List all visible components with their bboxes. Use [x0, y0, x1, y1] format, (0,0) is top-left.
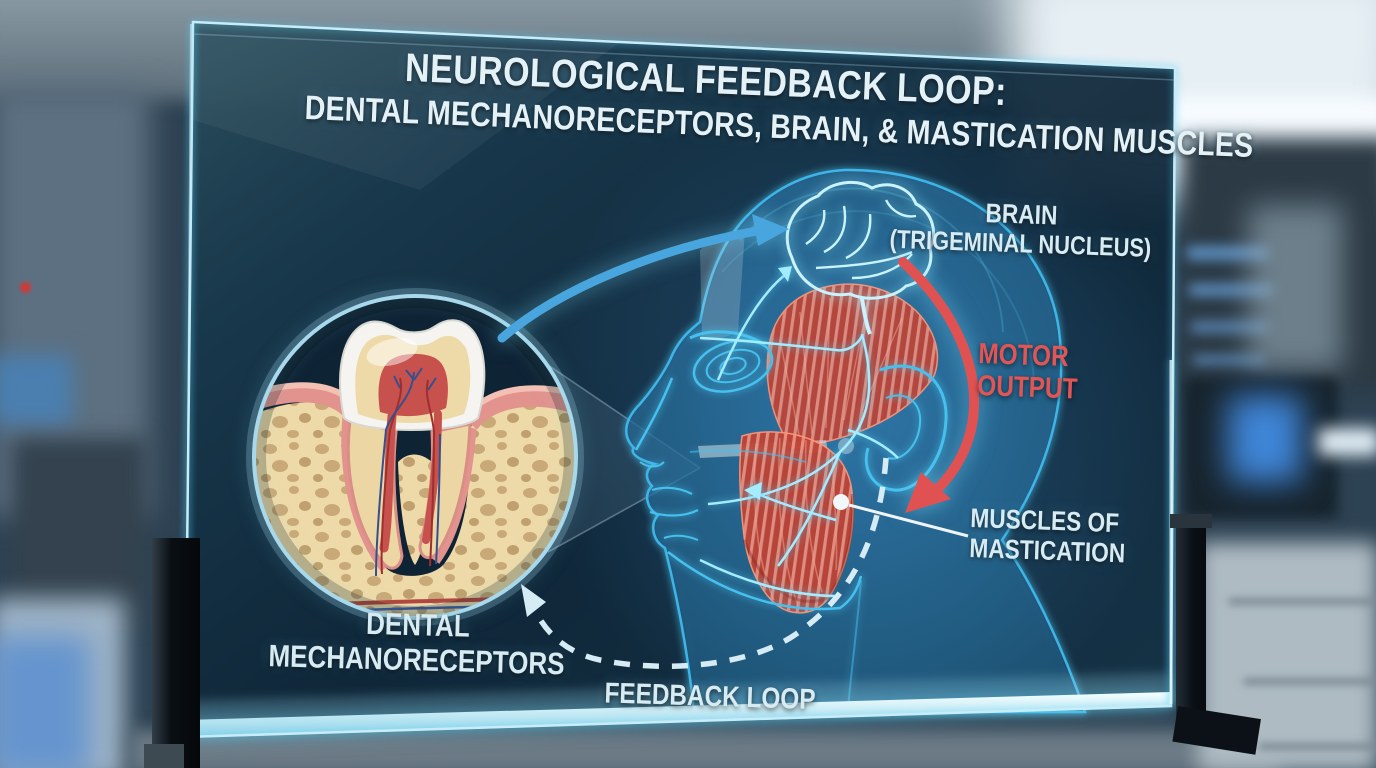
nerve-arrowhead-icon — [778, 266, 792, 282]
tooth-cross-section — [246, 288, 584, 626]
left-blue-device — [0, 636, 90, 768]
alveolar-bone — [254, 402, 576, 618]
ear-icon — [864, 364, 948, 492]
cabinet-gap-1 — [1228, 598, 1376, 605]
eye-icon — [692, 339, 774, 393]
left-screens — [0, 355, 72, 425]
afferent-arrow — [497, 214, 789, 343]
stand-post-left — [152, 538, 200, 768]
inset-ring — [252, 294, 578, 620]
stand-post-right — [1176, 520, 1206, 738]
face-lines — [634, 330, 948, 711]
motor-output-arrow — [898, 257, 980, 513]
muscle-callout — [833, 494, 969, 538]
motor-label-line1: MOTOR — [977, 338, 1070, 374]
frontalis-muscle — [700, 229, 745, 341]
desk-surface — [130, 730, 1280, 768]
dental-label-line1: DENTAL — [365, 605, 470, 644]
desk-lamp-icon — [1318, 428, 1376, 456]
brain-label-line1: BRAIN — [985, 198, 1058, 231]
feedback-loop-path — [521, 457, 889, 670]
enamel-highlight — [366, 337, 418, 367]
feedback-arrowhead-icon — [521, 584, 546, 617]
feedback-label-text: FEEDBACK LOOP — [603, 677, 817, 717]
motor-output-label: MOTOR OUTPUT — [977, 338, 1098, 407]
monitor-glow — [1228, 396, 1302, 482]
stand-cap-right — [1170, 514, 1212, 528]
cabinet-gap-2 — [1243, 678, 1376, 685]
right-slat-4 — [1192, 355, 1266, 365]
brain-icon — [785, 180, 935, 335]
brain-label: BRAIN (TRIGEMINAL NUCLEUS) — [864, 194, 1177, 264]
dental-mechanoreceptors-label: DENTAL MECHANORECEPTORS — [240, 603, 594, 682]
left-machine — [12, 438, 147, 623]
temporalis-muscle — [766, 283, 939, 449]
wall-poster — [1248, 205, 1343, 370]
cabinet-gap-3 — [1258, 743, 1376, 750]
nerve-arrowhead-icon — [744, 482, 762, 500]
light-bar-icon — [1150, 96, 1376, 140]
head-profile-illustration — [625, 168, 1087, 714]
callout-dot-icon — [833, 494, 849, 510]
masseter-muscle — [739, 431, 855, 614]
trigeminal-nerves — [699, 273, 899, 598]
muscles-label-line2: MASTICATION — [968, 533, 1126, 569]
pulp-vessels — [375, 367, 441, 577]
red-indicator-icon — [20, 282, 31, 293]
glass-edges — [183, 20, 1177, 739]
motor-label-line2: OUTPUT — [976, 370, 1078, 406]
stand-foot-left — [144, 744, 184, 768]
pulp-chamber — [378, 353, 448, 417]
muscles-label: MUSCLES OF MASTICATION — [969, 503, 1156, 570]
